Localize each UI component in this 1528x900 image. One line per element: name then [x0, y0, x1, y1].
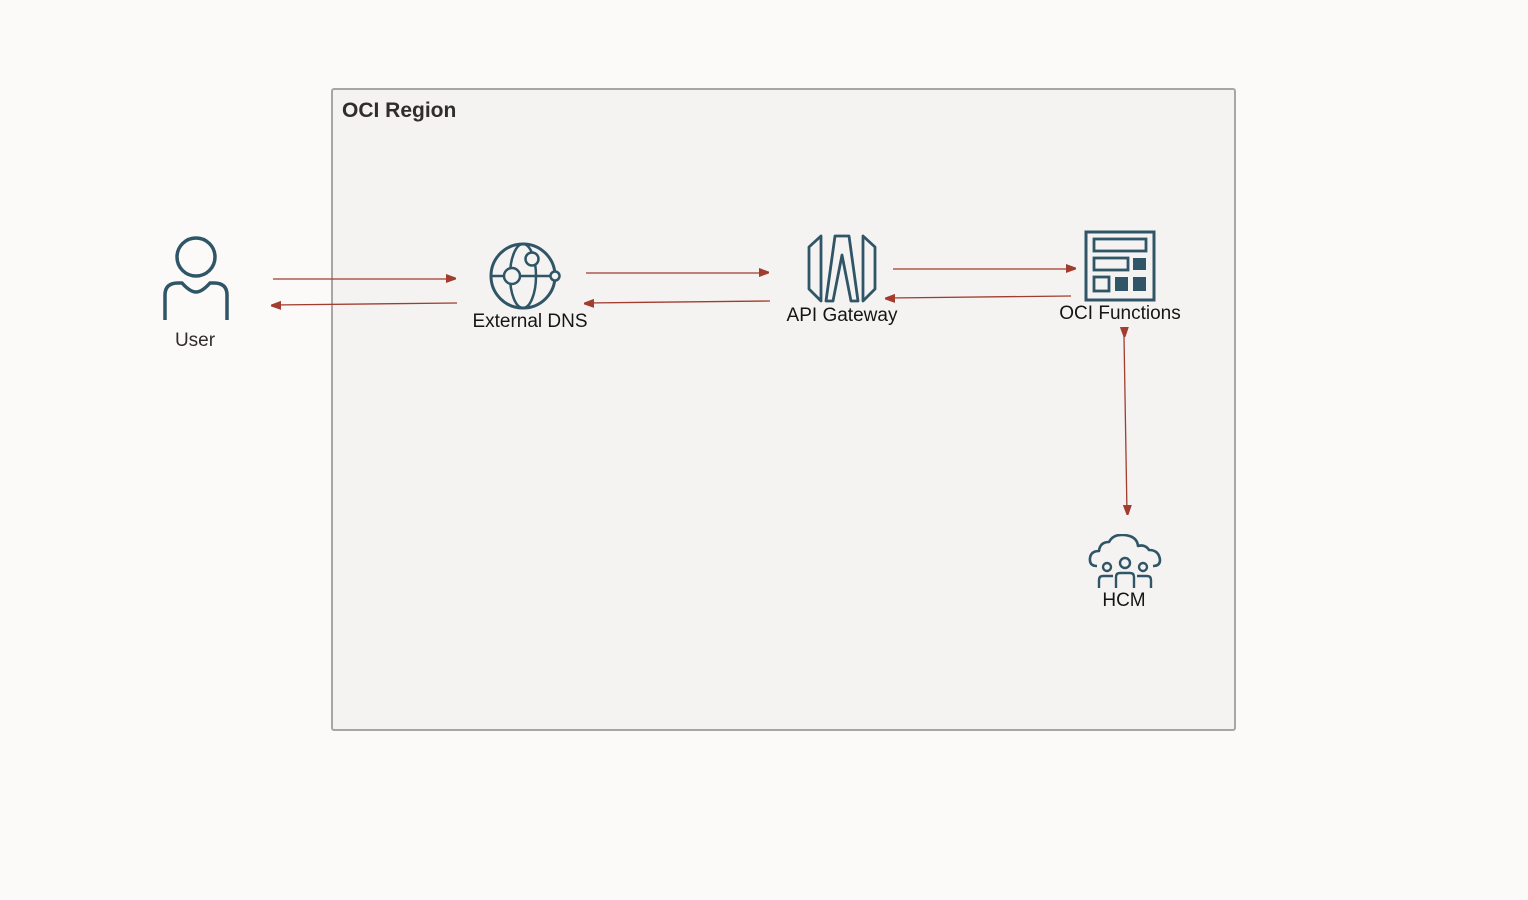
external-dns-label: External DNS — [472, 311, 588, 332]
api-gateway-label: API Gateway — [786, 305, 898, 326]
user-label: User — [174, 330, 216, 351]
user-icon — [160, 235, 232, 325]
cloud-people-icon — [1087, 533, 1163, 592]
functions-icon — [1084, 230, 1156, 302]
api-gateway-icon — [806, 233, 878, 303]
oci-functions-label: OCI Functions — [1059, 303, 1181, 324]
region-title: OCI Region — [342, 99, 457, 122]
oci-region-container: OCI Region — [331, 88, 1236, 731]
hcm-label: HCM — [1102, 590, 1146, 611]
globe-dns-icon — [487, 240, 563, 312]
